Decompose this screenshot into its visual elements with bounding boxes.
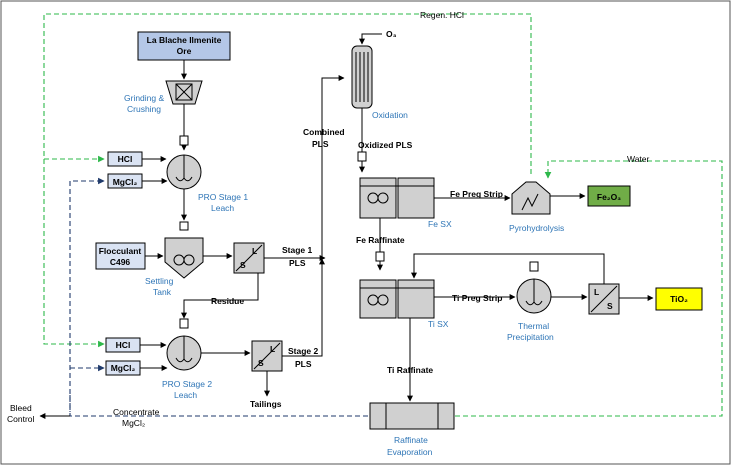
settling-label-2: Tank (153, 287, 172, 297)
grinding-label-1: Grinding & (124, 93, 164, 103)
fe2o3-label: Fe₂O₃ (597, 192, 621, 202)
concentrate-mgcl2-line (69, 177, 368, 417)
bleed-label-1: Bleed (10, 403, 32, 413)
evaporator-icon (369, 402, 455, 430)
pyrohydrolysis-icon (511, 181, 551, 215)
residue-label: Residue (211, 296, 244, 306)
settling-label-1: Settling (145, 276, 174, 286)
pyrohydrolysis-label: Pyrohydrolysis (509, 223, 564, 233)
filter-3-s: S (607, 301, 613, 311)
concentrate-label-2: MgCl₂ (122, 418, 145, 428)
bleed-label-2: Control (7, 414, 35, 424)
combined-pls-label-2: PLS (312, 139, 329, 149)
grinder-icon (165, 80, 203, 105)
pro-stage1-label-2: Leach (211, 203, 234, 213)
ti-preg-strip-label: Ti Preg Strip (452, 293, 502, 303)
tailings-label: Tailings (250, 399, 282, 409)
fe-sx-label: Fe SX (428, 219, 452, 229)
combined-pls-label-1: Combined (303, 127, 345, 137)
ti-recycle-line (411, 253, 605, 284)
o3-label: O₃ (386, 29, 397, 39)
ore-label-1: La Blache Ilmenite (147, 35, 222, 45)
ore-label-2: Ore (177, 46, 192, 56)
fe-raffinate-label: Fe Raffinate (356, 235, 405, 245)
settling-tank-icon (164, 221, 204, 279)
fe-sx-icon (359, 177, 435, 219)
combined-pls-line (321, 75, 345, 259)
stage2-pls-label-1: Stage 2 (288, 346, 319, 356)
filter-3-l: L (594, 287, 599, 297)
filter-1-l: L (252, 246, 257, 256)
oxidation-label: Oxidation (372, 110, 408, 120)
water-recycle-line (455, 160, 723, 417)
oxidized-pls-label: Oxidized PLS (358, 140, 413, 150)
ti-sx-icon (359, 279, 435, 319)
concentrate-label-1: Concentrate (113, 407, 160, 417)
thermal-label-1: Thermal (518, 321, 549, 331)
water-label: Water (627, 154, 650, 164)
flocculant-label-1: Flocculant (99, 246, 142, 256)
stage2-pls-label-2: PLS (295, 359, 312, 369)
thermal-label-2: Precipitation (507, 332, 554, 342)
stage1-pls-label-2: PLS (289, 258, 306, 268)
ti-sx-label: Ti SX (428, 319, 449, 329)
reactor-stage1-icon (166, 135, 202, 190)
fe2o3-product-box (587, 185, 631, 207)
filter-1-s: S (240, 260, 246, 270)
ore-box (137, 31, 231, 61)
stage2-pls-line (282, 258, 325, 357)
ti-raffinate-label: Ti Raffinate (387, 365, 433, 375)
filter-3-icon (588, 283, 620, 315)
filter-2-l: L (270, 344, 275, 354)
residue-line (181, 273, 259, 319)
tio2-label: TiO₂ (670, 294, 688, 304)
raffinate-label-2: Evaporation (387, 447, 433, 457)
regen-hcl-label: Regen. HCl (420, 10, 464, 20)
stage1-pls-label-1: Stage 1 (282, 245, 313, 255)
pro-stage2-label-1: PRO Stage 2 (162, 379, 212, 389)
filter-2-s: S (258, 358, 264, 368)
oxidation-reactor-icon (351, 45, 373, 109)
regen-hcl-recycle-line (43, 13, 532, 348)
thermal-precipitation-icon (516, 261, 552, 314)
pro-stage1-label-1: PRO Stage 1 (198, 192, 248, 202)
hcl-label-1: HCl (118, 154, 133, 164)
tio2-product-box (655, 287, 703, 311)
filter-1-icon (233, 242, 265, 274)
flocculant-label-2: C496 (110, 257, 131, 267)
mgcl2-label-1: MgCl₂ (113, 177, 138, 187)
fe-preg-strip-label: Fe Preg Strip (450, 189, 503, 199)
pro-stage2-label-2: Leach (174, 390, 197, 400)
hcl-label-2: HCl (116, 340, 131, 350)
grinding-label-2: Crushing (127, 104, 161, 114)
mgcl2-label-2: MgCl₂ (111, 363, 136, 373)
filter-2-icon (251, 340, 283, 372)
raffinate-label-1: Raffinate (394, 435, 428, 445)
